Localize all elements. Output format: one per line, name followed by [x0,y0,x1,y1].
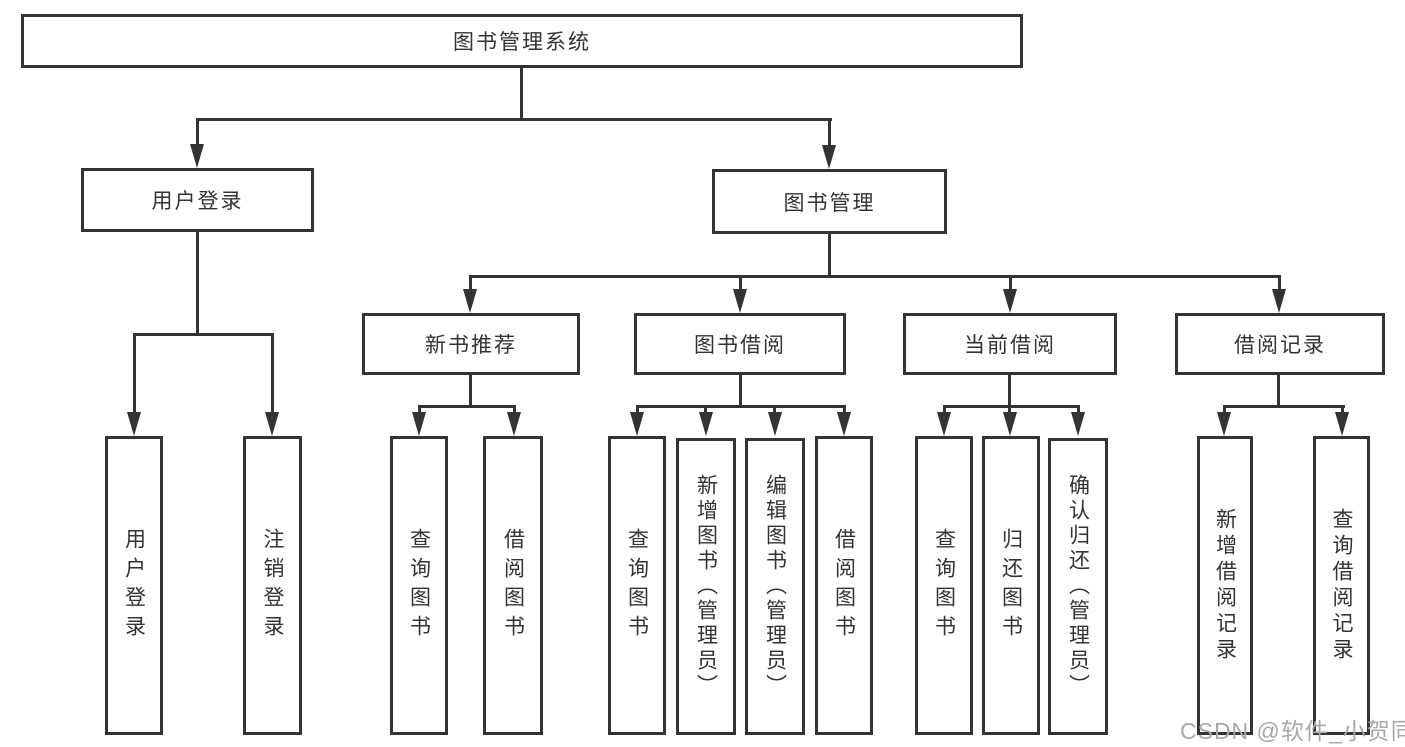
node-label: 注销登录 [261,527,284,644]
connector-line [1008,405,1011,417]
node-label: 图书管理系统 [453,31,591,54]
connector-line [1223,405,1345,408]
connector-arrowhead [265,412,279,436]
node-label: 查询图书 [407,527,431,644]
connector-line [828,234,831,278]
node-label: 编辑图书（管理员） [763,474,787,699]
node-label: 用户登录 [151,190,244,213]
leaf-query-books-recommend: 查询图书 [390,436,448,735]
leaf-logout: 注销登录 [243,436,302,735]
connector-line [828,118,831,148]
connector-line [469,275,1281,278]
connector-arrowhead [837,412,851,436]
connector-line [133,333,274,336]
connector-arrowhead [1003,289,1017,313]
node-new-book-recommendation: 新书推荐 [362,313,580,375]
connector-arrowhead [822,145,836,169]
connector-line [1077,405,1080,417]
connector-arrowhead [768,412,782,436]
node-label: 借阅图书 [501,527,525,644]
connector-arrowhead [507,412,521,436]
connector-line [773,405,776,417]
connector-line [133,333,136,415]
connector-arrowhead [412,412,426,436]
node-label: 查询借阅记录 [1330,507,1353,664]
leaf-user-login: 用户登录 [105,436,163,735]
node-label: 图书管理 [783,191,876,215]
node-label: 图书借阅 [694,334,786,357]
connector-line [843,405,846,417]
node-label: 查询图书 [625,527,649,644]
connector-line [1009,275,1012,293]
connector-line [196,118,199,148]
leaf-query-borrow-record: 查询借阅记录 [1313,436,1370,735]
connector-line [704,405,707,417]
node-book-management: 图书管理 [712,169,947,234]
node-label: 新增借阅记录 [1213,507,1237,664]
connector-line [513,405,516,417]
node-label: 查询图书 [932,527,956,644]
connector-line [1278,275,1281,293]
connector-arrowhead [630,412,644,436]
leaf-query-books-borrowing: 查询图书 [608,436,666,735]
leaf-query-books-current: 查询图书 [915,436,973,735]
connector-arrowhead [1071,412,1085,436]
leaf-edit-book-admin: 编辑图书（管理员） [745,438,805,735]
connector-line [520,68,523,120]
connector-arrowhead [1003,412,1017,436]
connector-line [1223,405,1226,417]
connector-line [469,275,472,293]
connector-line [196,118,832,121]
connector-line [271,333,274,415]
node-borrowing-records: 借阅记录 [1175,313,1385,375]
node-book-management-system: 图书管理系统 [21,14,1023,68]
node-current-borrowing: 当前借阅 [903,313,1117,375]
connector-line [739,275,742,293]
node-label: 当前借阅 [964,334,1056,357]
connector-arrowhead [463,289,477,313]
connector-line [636,405,639,417]
connector-line [418,405,421,417]
connector-arrowhead [1217,412,1231,436]
node-label: 新增图书（管理员） [694,474,718,699]
connector-line [739,375,742,408]
connector-line [1341,405,1344,417]
node-user-login: 用户登录 [81,168,314,232]
leaf-return-books: 归还图书 [982,436,1040,735]
connector-line [943,405,1080,408]
watermark: CSDN @软件_小贺同学 [1180,718,1405,744]
leaf-borrow-books-borrowing: 借阅图书 [815,436,873,735]
connector-arrowhead [127,412,141,436]
connector-arrowhead [1335,412,1349,436]
leaf-borrow-books-recommend: 借阅图书 [483,436,543,735]
node-book-borrowing: 图书借阅 [634,313,846,375]
node-label: 借阅图书 [832,527,856,644]
connector-line [1008,375,1011,408]
node-label: 借阅记录 [1234,334,1326,357]
connector-arrowhead [937,412,951,436]
connector-arrowhead [733,289,747,313]
connector-line [418,405,516,408]
leaf-add-borrow-record: 新增借阅记录 [1197,436,1253,735]
node-label: 归还图书 [999,527,1023,644]
node-label: 新书推荐 [425,334,517,357]
leaf-confirm-return-admin: 确认归还（管理员） [1048,438,1108,735]
connector-line [636,405,846,408]
connector-arrowhead [1272,289,1286,313]
node-label: 用户登录 [122,527,146,644]
connector-line [1277,375,1280,408]
connector-line [196,232,199,336]
node-label: 确认归还（管理员） [1066,474,1090,699]
connector-arrowhead [699,412,713,436]
connector-line [943,405,946,417]
leaf-add-book-admin: 新增图书（管理员） [676,438,736,735]
connector-line [469,375,472,408]
connector-arrowhead [190,144,204,168]
